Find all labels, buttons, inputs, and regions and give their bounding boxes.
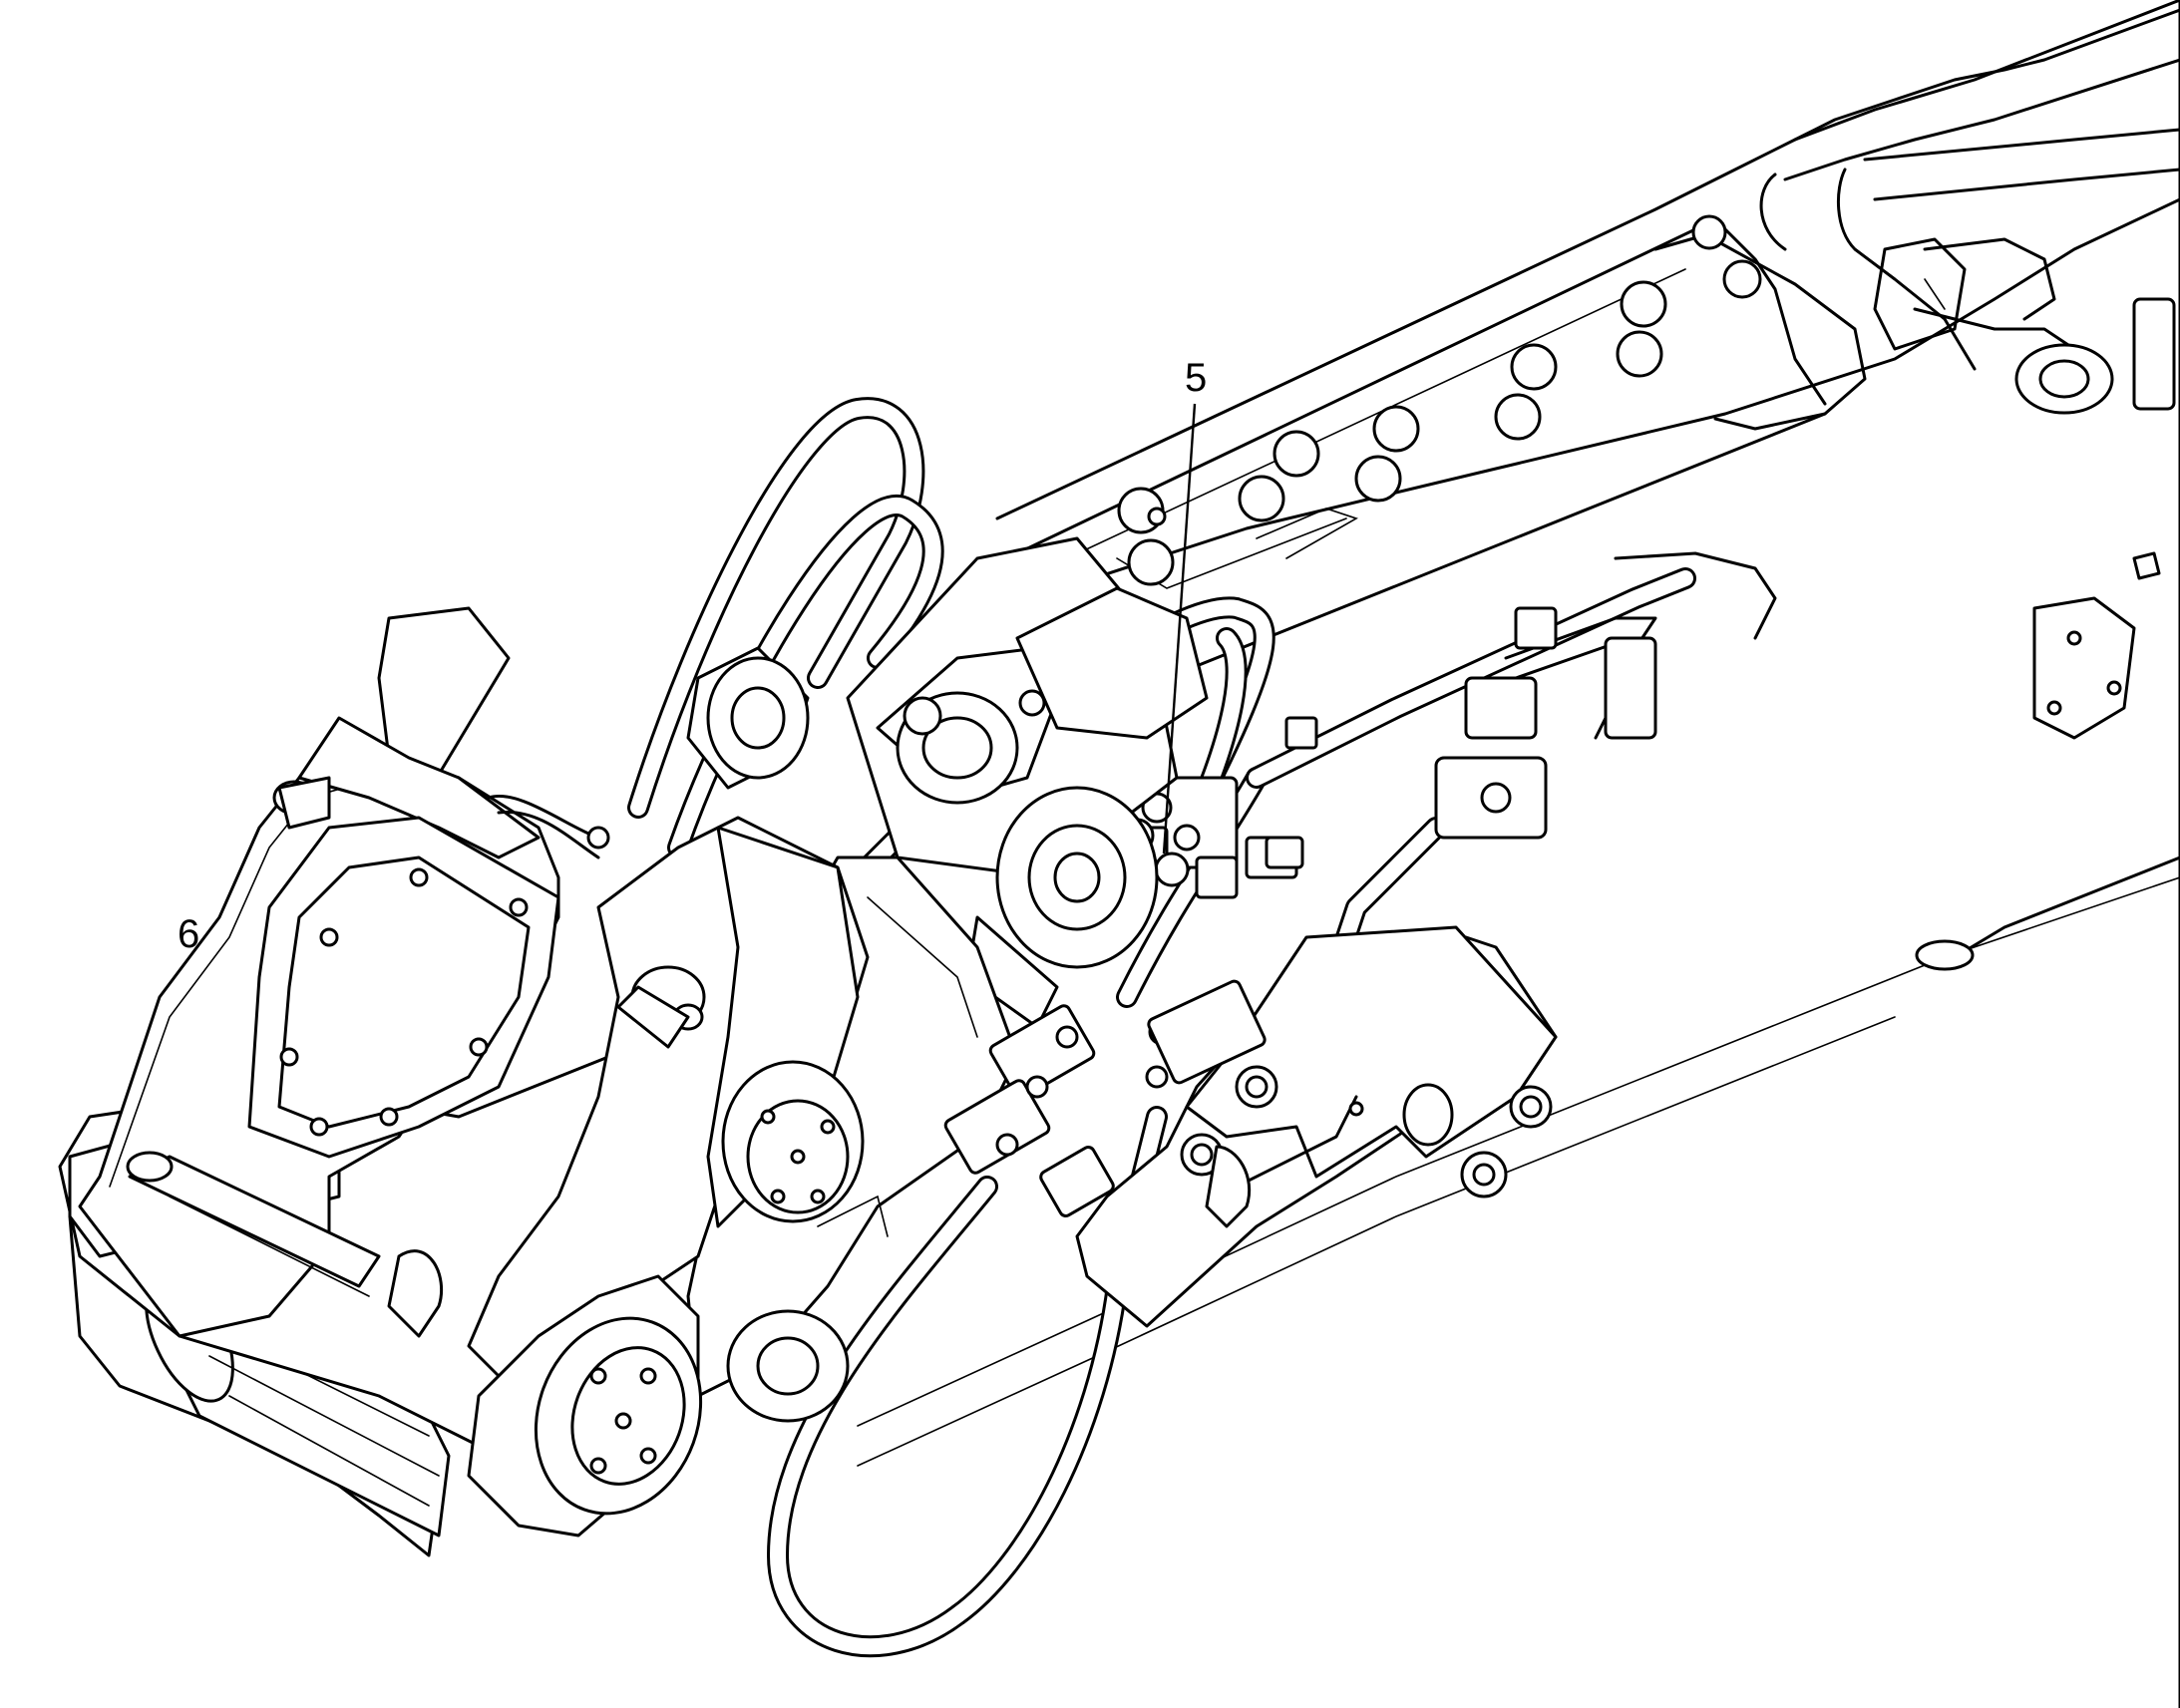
- fitting: [1173, 824, 1201, 852]
- callout-label: 6: [178, 912, 199, 956]
- bolt-head: [1691, 214, 1727, 250]
- bolt-head: [1354, 455, 1402, 503]
- bolt-head: [1510, 343, 1558, 391]
- quick-coupler: [58, 606, 870, 1557]
- bolt-head: [1616, 330, 1663, 378]
- bolt-head: [1519, 1095, 1543, 1119]
- rigid-pipe: [1434, 551, 1777, 840]
- bolt-head: [1190, 1143, 1214, 1167]
- bolt-head: [1147, 507, 1167, 526]
- mounting-plate: [943, 925, 1558, 1328]
- bolt-head: [1245, 1075, 1269, 1099]
- bolt-head: [1472, 1163, 1496, 1187]
- bolt-row: [1045, 214, 1762, 609]
- bolt-head: [1272, 430, 1320, 478]
- bolt-head: [1722, 259, 1762, 299]
- callout-label: 5: [1185, 356, 1207, 400]
- bolt-head: [1494, 393, 1542, 441]
- bolt-head: [1372, 405, 1420, 453]
- bolt-head: [1620, 280, 1667, 328]
- fitting: [1154, 852, 1190, 887]
- callout-6: 6: [178, 912, 199, 956]
- bolt-head: [1915, 939, 1975, 971]
- leader-line: [1162, 403, 1197, 854]
- callout-5: 5: [1162, 356, 1207, 854]
- bolt-head: [1127, 538, 1175, 586]
- bolt-head: [1238, 475, 1285, 522]
- right-pivot-assembly: [1873, 237, 2176, 740]
